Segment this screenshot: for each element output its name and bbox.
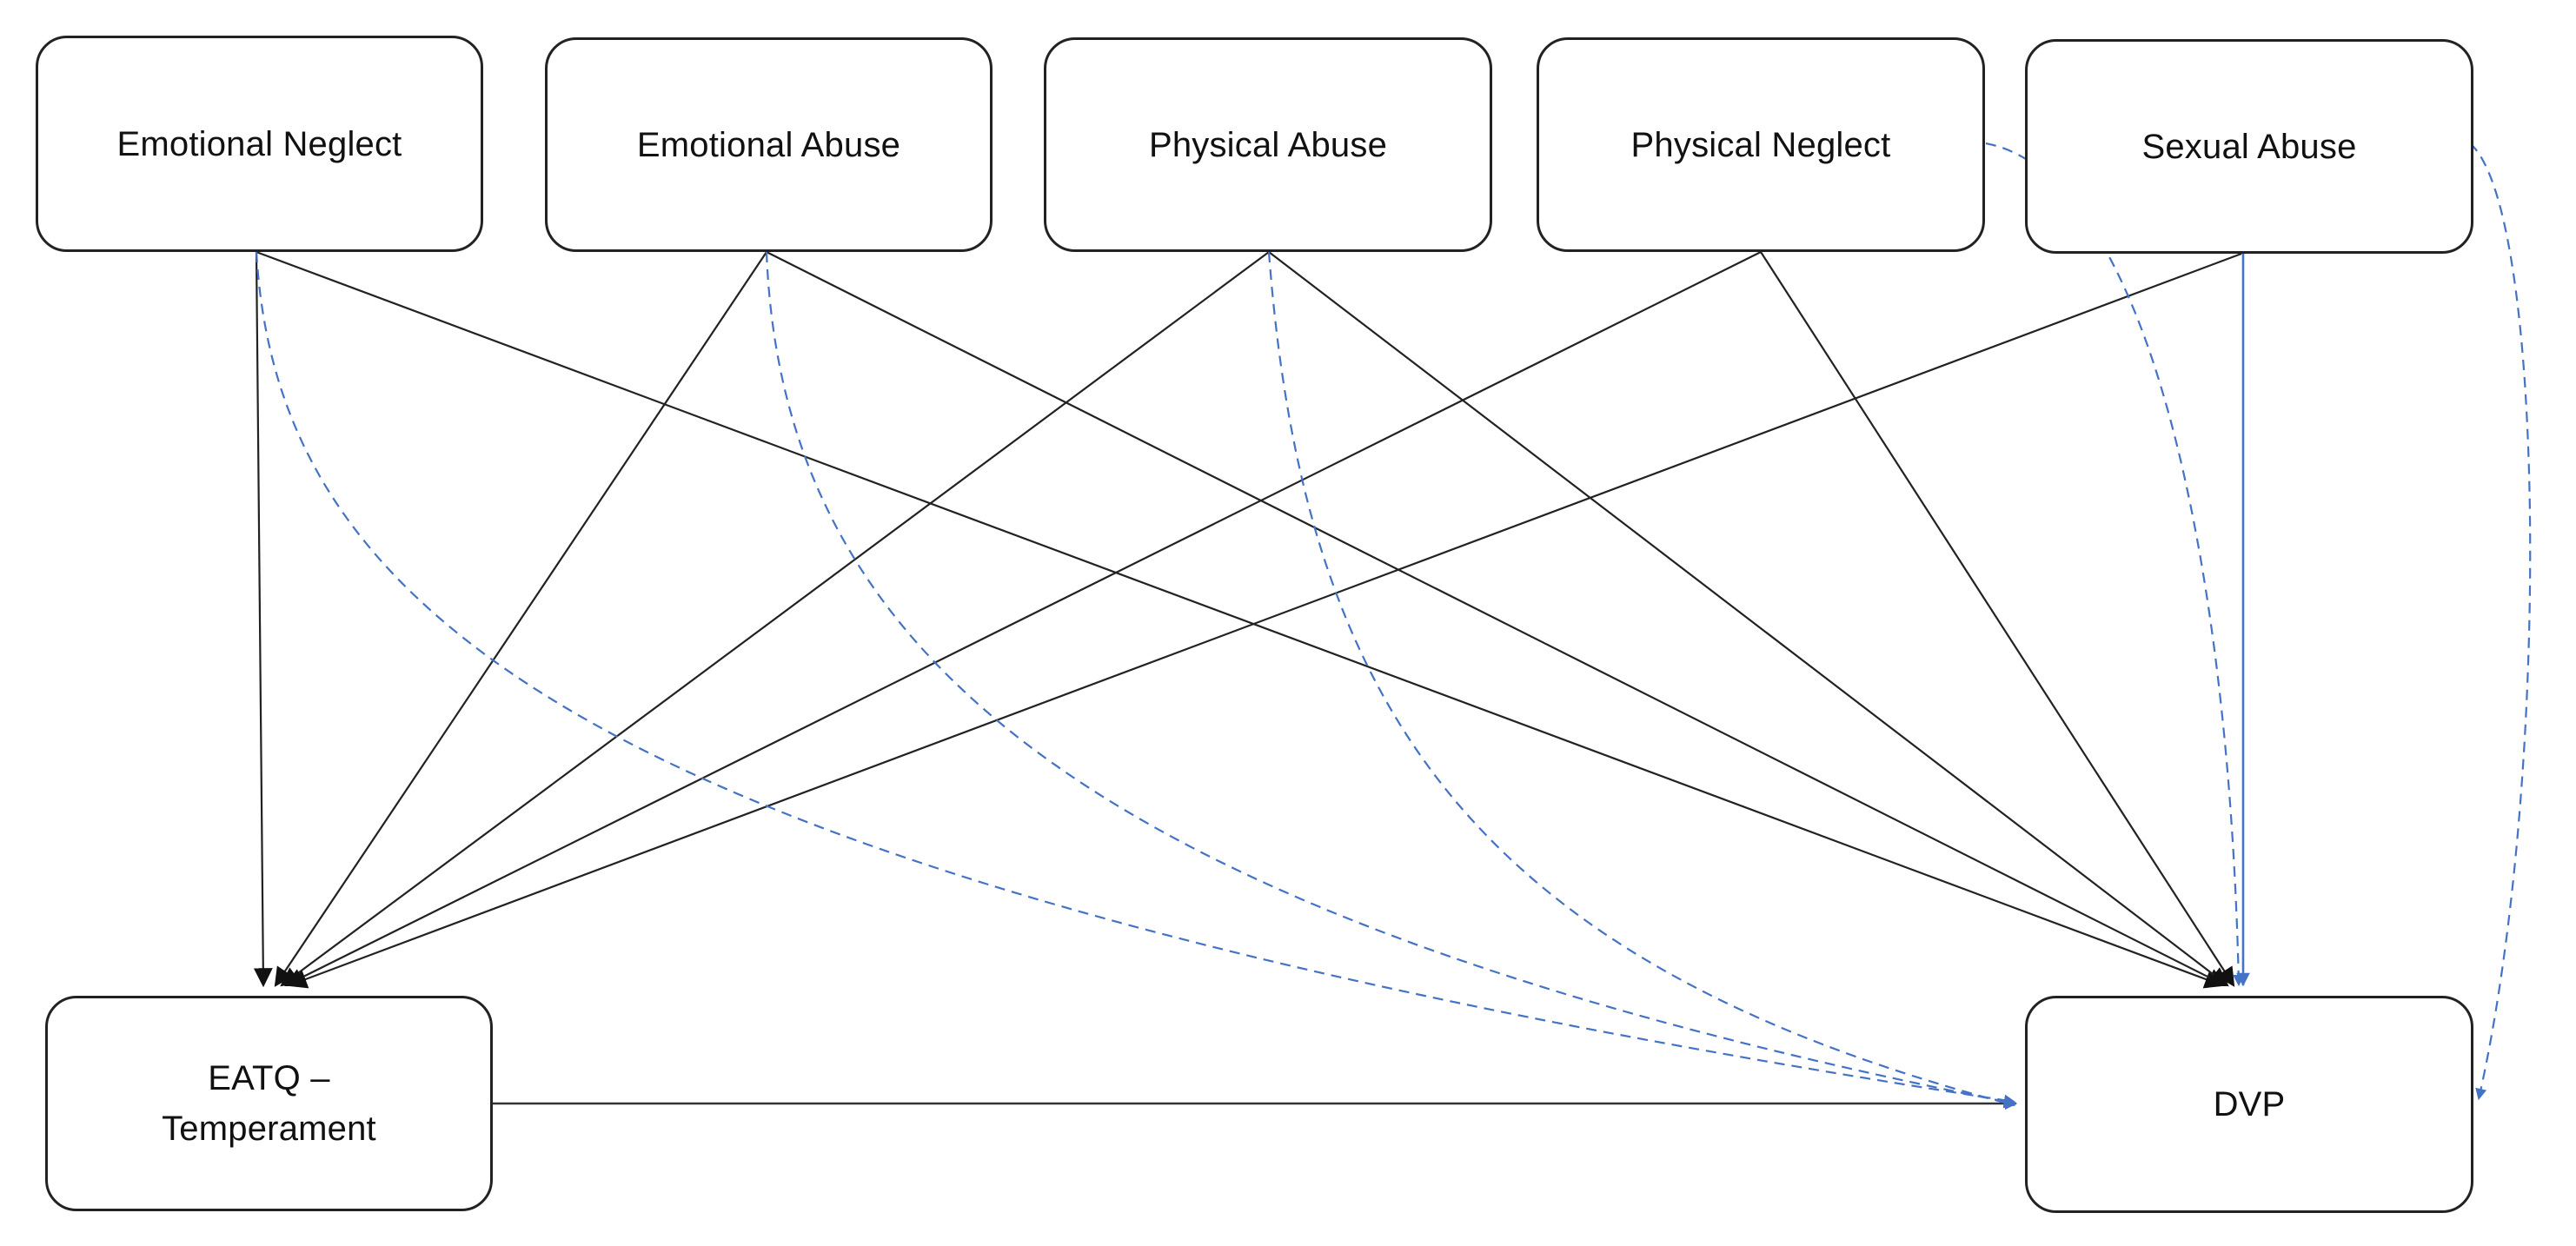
dashed-edge-emotional-neglect-to-dvp <box>255 251 2016 1106</box>
edge-sexual-abuse-to-eatq <box>287 252 2242 989</box>
dashed-edge-physical-abuse-to-dvp <box>1267 251 2016 1109</box>
node-physical-abuse: Physical Abuse <box>1044 37 1492 252</box>
edge-emotional-neglect-to-eatq <box>253 251 273 988</box>
node-eatq-temperament-label: EATQ – Temperament <box>162 1059 376 1148</box>
edge-physical-abuse-to-dvp <box>1268 251 2229 987</box>
node-emotional-abuse: Emotional Abuse <box>545 37 993 252</box>
edge-physical-abuse-to-eatq <box>280 251 1270 987</box>
node-emotional-neglect-label: Emotional Neglect <box>116 124 402 163</box>
node-eatq-temperament: EATQ – Temperament <box>45 996 493 1211</box>
node-emotional-abuse-label: Emotional Abuse <box>636 125 901 164</box>
node-physical-neglect: Physical Neglect <box>1537 37 1985 252</box>
node-emotional-neglect: Emotional Neglect <box>36 36 483 252</box>
node-dvp-label: DVP <box>2213 1085 2286 1123</box>
edge-physical-neglect-to-eatq <box>284 251 1762 987</box>
node-physical-neglect-label: Physical Neglect <box>1630 125 1891 164</box>
edge-physical-neglect-to-dvp <box>1760 251 2235 987</box>
edge-emotional-neglect-to-dvp <box>256 250 2225 989</box>
node-sexual-abuse: Sexual Abuse <box>2025 39 2473 254</box>
node-physical-abuse-label: Physical Abuse <box>1148 125 1388 164</box>
dashed-edge-sexual-abuse-to-dvp <box>2469 142 2532 1101</box>
dashed-edge-emotional-abuse-to-dvp <box>765 251 2016 1108</box>
edge-emotional-abuse-to-dvp <box>766 251 2227 986</box>
node-sexual-abuse-label: Sexual Abuse <box>2141 127 2357 166</box>
edge-emotional-abuse-to-eatq <box>274 251 767 987</box>
node-dvp: DVP <box>2025 996 2473 1213</box>
